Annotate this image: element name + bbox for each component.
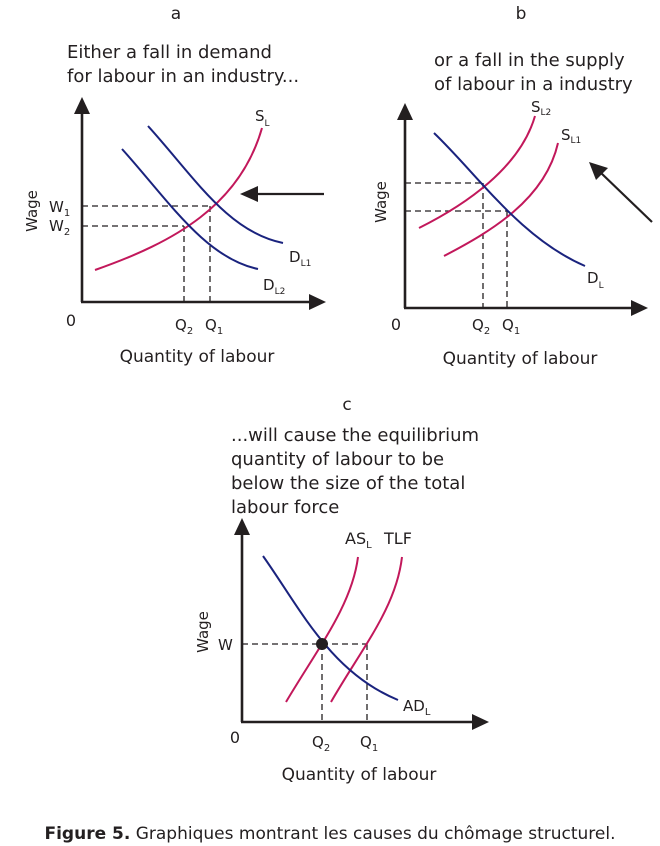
panel-c-y-axis-arrowhead — [234, 518, 250, 535]
panel-b-annotation-line-1: or a fall in the supply — [434, 50, 625, 71]
panel-b-q2-main: Q — [472, 316, 484, 334]
panel-a-dl1-sub: L1 — [301, 259, 312, 269]
panel-a-y-axis-label: Wage — [23, 190, 41, 232]
panel-c-q1-label: Q1 — [360, 733, 378, 754]
panel-a-x-axis-label: Quantity of labour — [120, 347, 275, 367]
panel-b-sl2-label: SL2 — [531, 98, 551, 118]
panel-a-q1-sub: 1 — [217, 326, 223, 337]
panel-a-annotation-line-1: Either a fall in demand — [67, 42, 272, 63]
panel-b-sl1-main: S — [561, 126, 571, 144]
panel-a-shift-arrowhead — [240, 186, 258, 202]
panel-b-q1-sub: 1 — [514, 326, 520, 337]
panel-a-q1-label: Q1 — [205, 316, 223, 337]
panel-a-w1-sub: 1 — [64, 208, 70, 219]
panel-b-shift-arrow — [599, 171, 653, 223]
panel-c-adl-label: ADL — [403, 697, 431, 718]
panel-c-q2-main: Q — [312, 733, 324, 751]
panel-a-y-axis-arrowhead — [74, 97, 90, 114]
panel-c-q1-sub: 1 — [372, 743, 378, 754]
panel-a-q2-main: Q — [175, 316, 187, 334]
panel-b-shift-arrowhead — [589, 162, 608, 180]
panel-b-annotation-line-2: of labour in a industry — [434, 74, 633, 95]
panel-a: a Either a fall in demand for labour in … — [23, 4, 326, 367]
panel-c-annotation-line-4: labour force — [231, 497, 339, 518]
panel-c-equilibrium-point — [316, 638, 328, 650]
panel-a-sl-main: S — [255, 107, 265, 125]
panel-a-demand-curve-dl1 — [147, 125, 284, 244]
panel-c-asl-label: ASL — [345, 529, 372, 551]
panel-b-q1-main: Q — [502, 316, 514, 334]
panel-c-demand-curve-adl — [262, 555, 399, 701]
panel-b-y-axis-arrowhead — [397, 103, 413, 120]
panel-a-w1-main: W — [49, 198, 64, 216]
panel-a-q1-main: Q — [205, 316, 217, 334]
panel-b-supply-curve-sl2 — [418, 115, 536, 229]
panel-b-x-axis-arrowhead — [631, 300, 648, 316]
panel-a-origin-label: 0 — [66, 311, 76, 330]
panel-a-annotation-line-2: for labour in an industry... — [67, 66, 299, 87]
panel-a-x-axis-arrowhead — [309, 294, 326, 310]
panel-a-demand-curve-dl2 — [121, 148, 259, 270]
panel-c-q1-main: Q — [360, 733, 372, 751]
panel-c-w-label: W — [218, 636, 233, 654]
figure-caption: Figure 5. Graphiques montrant les causes… — [0, 824, 660, 844]
panel-c-annotation-line-3: below the size of the total — [231, 473, 465, 494]
panel-c-origin-label: 0 — [230, 728, 240, 747]
panel-b-q1-label: Q1 — [502, 316, 520, 337]
panel-c-x-axis-arrowhead — [472, 714, 489, 730]
panel-a-dl2-main: D — [263, 276, 275, 294]
panel-a-dl2-sub: L2 — [275, 287, 286, 297]
figure-caption-text: Graphiques montrant les causes du chômag… — [130, 824, 616, 844]
panel-c-annotation-line-1: ...will cause the equilibrium — [231, 425, 479, 446]
panel-b-dl-main: D — [587, 269, 599, 287]
panel-b-demand-curve-dl — [433, 132, 586, 267]
panel-b-sl1-sub: L1 — [571, 136, 582, 146]
panel-a-dl1-main: D — [289, 248, 301, 266]
panel-a-w1-label: W1 — [49, 198, 70, 219]
panel-c-y-axis-label: Wage — [194, 611, 212, 653]
panel-c-q2-label: Q2 — [312, 733, 330, 754]
panel-a-w2-sub: 2 — [64, 227, 70, 238]
panel-b-sl2-main: S — [531, 98, 541, 116]
panel-b-q2-label: Q2 — [472, 316, 490, 337]
panel-a-dl1-label: DL1 — [289, 248, 311, 269]
panel-c-annotation-line-2: quantity of labour to be — [231, 449, 444, 470]
panel-c-adl-main: AD — [403, 697, 425, 715]
panel-b-sl2-sub: L2 — [541, 108, 552, 118]
panel-a-q2-label: Q2 — [175, 316, 193, 337]
panel-b-letter: b — [516, 4, 527, 24]
panel-b-origin-label: 0 — [391, 315, 401, 334]
panel-b-sl1-label: SL1 — [561, 126, 581, 146]
panel-c-tlf-label: TLF — [383, 529, 412, 548]
panel-a-q2-sub: 2 — [187, 326, 193, 337]
panel-b-dl-sub: L — [599, 281, 604, 291]
panel-a-sl-label: SL — [255, 107, 270, 129]
figure-caption-number: Figure 5. — [44, 824, 131, 844]
panel-b-supply-curve-sl1 — [443, 142, 559, 257]
panel-a-dl2-label: DL2 — [263, 276, 285, 297]
panel-b-q2-sub: 2 — [484, 326, 490, 337]
panel-c-supply-curve-asl — [285, 556, 359, 703]
panel-b-y-axis-label: Wage — [372, 181, 390, 223]
panel-a-letter: a — [171, 4, 181, 24]
panel-c-asl-main: AS — [345, 529, 366, 548]
panel-c-adl-sub: L — [425, 707, 431, 718]
panel-c-x-axis-label: Quantity of labour — [282, 765, 437, 785]
panel-b: b or a fall in the supply of labour in a… — [372, 4, 653, 369]
panel-c-supply-curve-tlf — [330, 556, 403, 703]
panel-a-supply-curve-sl — [94, 127, 263, 271]
panel-a-w2-label: W2 — [49, 217, 70, 238]
panel-b-dl-label: DL — [587, 269, 604, 291]
panel-a-sl-sub: L — [265, 119, 270, 129]
panel-c: c ...will cause the equilibrium quantity… — [194, 395, 489, 785]
panel-c-q2-sub: 2 — [324, 743, 330, 754]
panel-b-x-axis-label: Quantity of labour — [443, 349, 598, 369]
panel-c-letter: c — [342, 395, 351, 415]
panel-c-asl-sub: L — [366, 540, 372, 551]
panel-a-w2-main: W — [49, 217, 64, 235]
